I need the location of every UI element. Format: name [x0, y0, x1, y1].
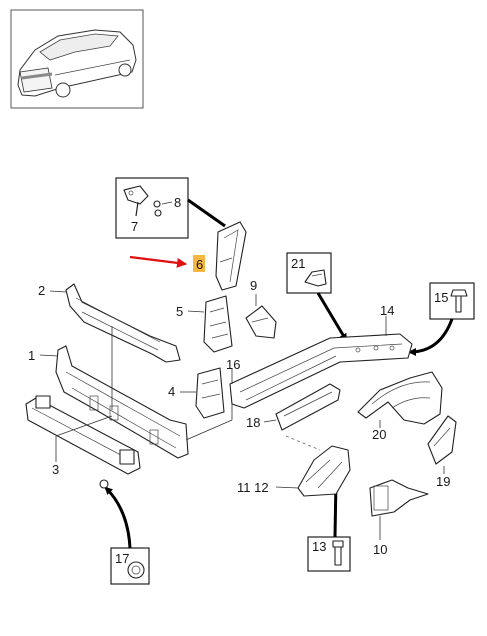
part-20-wheelhouse — [357, 371, 443, 428]
part-label-4: 4 — [168, 384, 175, 399]
callout-label-7: 7 — [131, 219, 138, 234]
part-10-bracket — [369, 479, 429, 540]
part-label-3: 3 — [52, 462, 59, 477]
part-label-1: 1 — [28, 348, 35, 363]
callout-box-13: 13 — [307, 479, 351, 572]
part-6-pillar — [215, 221, 247, 291]
part-label-2: 2 — [38, 283, 45, 298]
part-3-bumper-beam — [25, 395, 141, 475]
part-label-19: 19 — [436, 474, 450, 489]
callout-box-15: 15 — [408, 282, 475, 356]
part-5-panel — [187, 295, 233, 353]
suv-rear-view-icon — [17, 29, 137, 98]
part-label-20: 20 — [372, 427, 386, 442]
highlight-pointer-arrow — [129, 255, 187, 268]
part-label-9: 9 — [250, 278, 257, 293]
part-2-crossmember — [49, 283, 181, 363]
callout-label-13: 13 — [312, 539, 326, 554]
callout-label-8: 8 — [174, 195, 181, 210]
part-label-10: 10 — [373, 542, 387, 557]
part-label-5: 5 — [176, 304, 183, 319]
callout-label-21: 21 — [291, 256, 305, 271]
part-19-bracket — [427, 415, 457, 474]
part-label-14: 14 — [380, 303, 394, 318]
callout-box-7-8: 8 7 — [115, 177, 226, 239]
part-1-rear-panel — [39, 326, 189, 459]
part-label-11-12: 11 12 — [237, 480, 269, 495]
part-label-6: 6 — [196, 257, 203, 272]
part-label-16: 16 — [226, 357, 240, 372]
part-16-rail — [185, 333, 413, 441]
highlight-marker — [193, 255, 205, 272]
part-17-nut — [99, 479, 109, 489]
callout-box-17: 17 — [104, 486, 150, 585]
part-9-bracket — [245, 294, 277, 339]
callout-connector — [187, 198, 226, 228]
part-4-member — [180, 367, 225, 419]
part-11-12-mount — [275, 445, 351, 497]
part-label-18: 18 — [246, 415, 260, 430]
callout-box-21: 21 — [286, 252, 348, 342]
callout-label-17: 17 — [115, 551, 129, 566]
callout-label-15: 15 — [434, 290, 448, 305]
vehicle-thumbnail — [10, 9, 144, 109]
part-18-reinforcement — [263, 383, 341, 451]
